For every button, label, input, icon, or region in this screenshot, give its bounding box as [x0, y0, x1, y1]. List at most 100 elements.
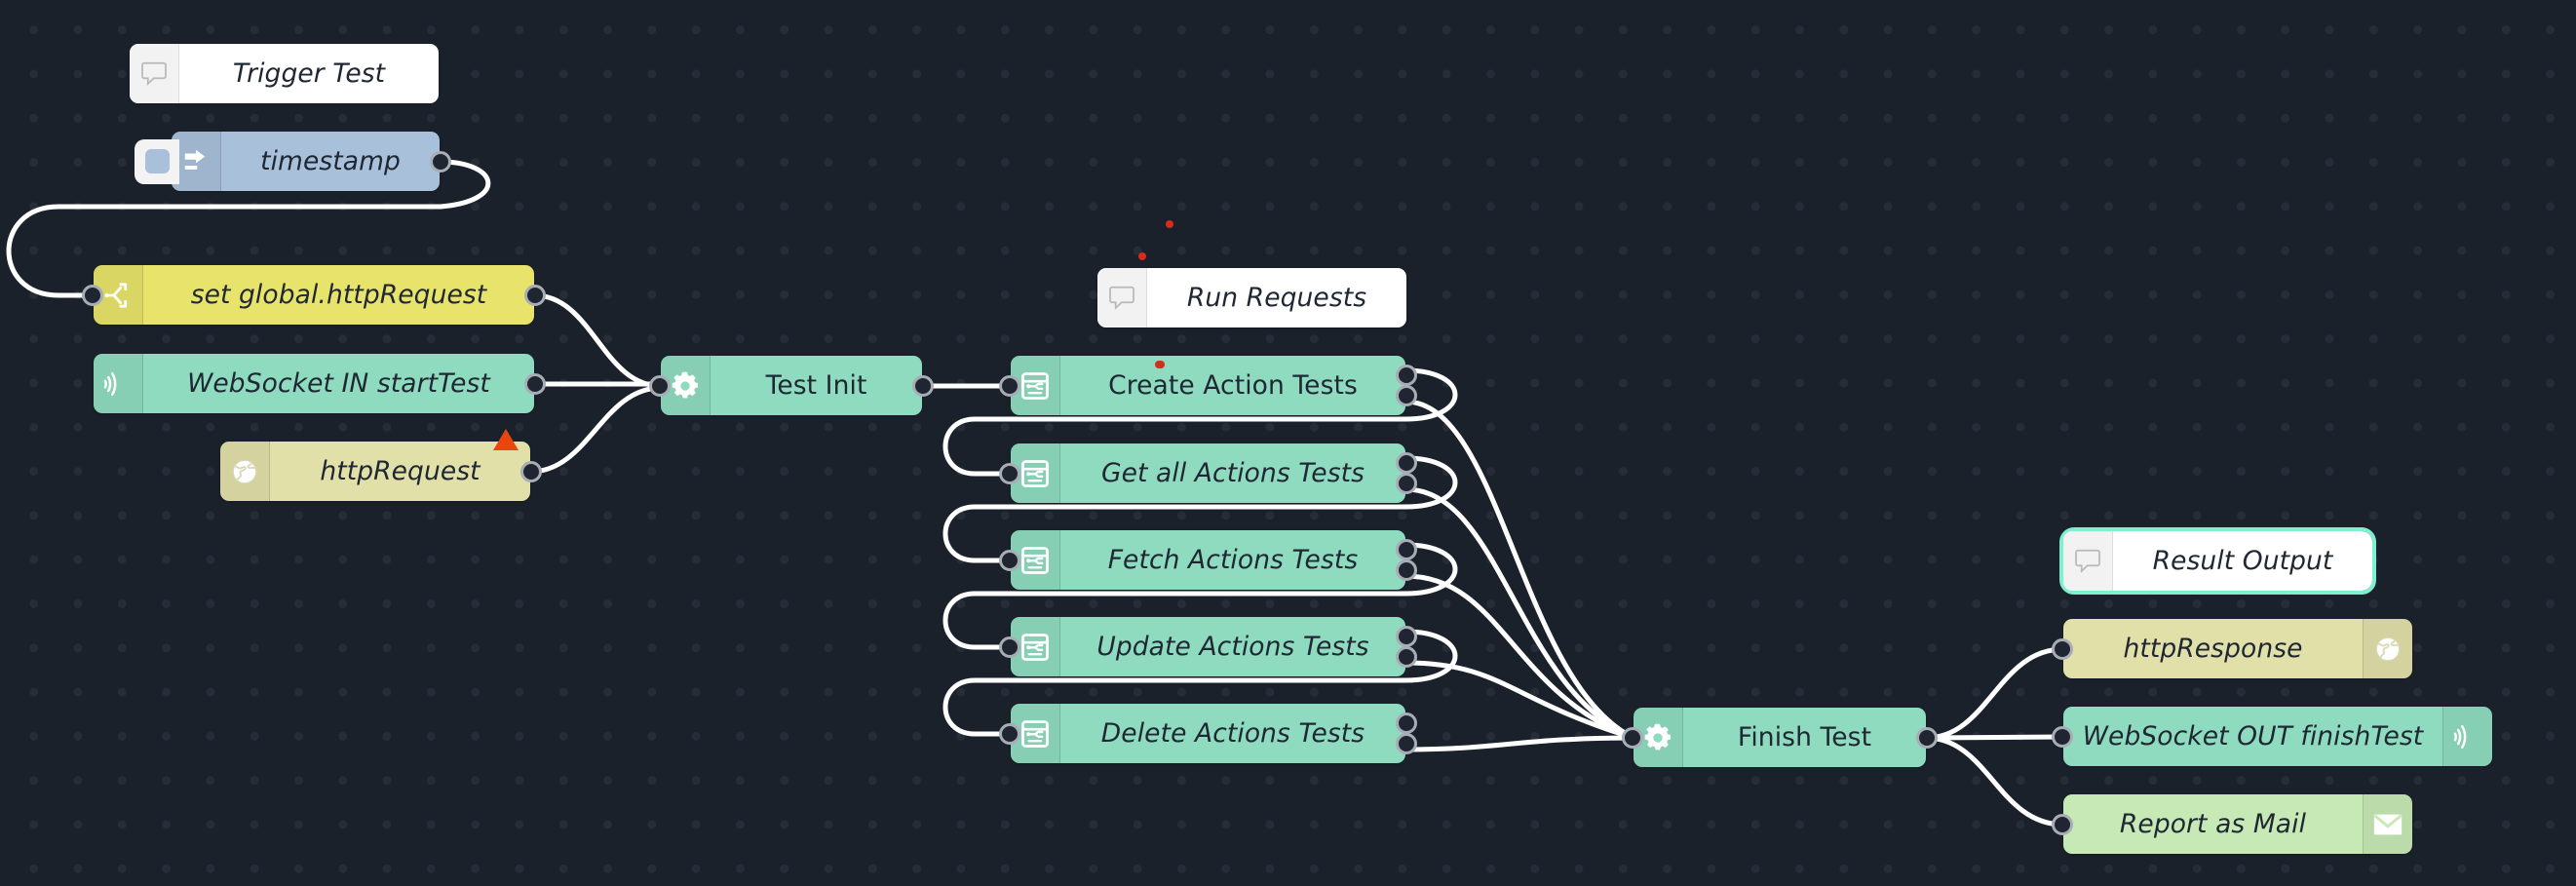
- node-websocket-out-finishtest[interactable]: WebSocket OUT finishTest: [2052, 707, 2492, 766]
- node-body: timestamp: [172, 132, 440, 191]
- node-label: set global.httpRequest: [190, 280, 487, 310]
- wire[interactable]: [1923, 735, 2066, 828]
- inject-button-square: [144, 149, 170, 173]
- output-port[interactable]: [1396, 559, 1417, 581]
- output-port[interactable]: [1396, 472, 1417, 494]
- output-port[interactable]: [520, 460, 542, 482]
- node-body: WebSocket OUT finishTest: [2063, 707, 2492, 766]
- node-body: Get all Actions Tests: [1011, 443, 1405, 503]
- output-port[interactable]: [1396, 713, 1417, 735]
- node-body: Delete Actions Tests: [1011, 704, 1405, 763]
- wire[interactable]: [531, 292, 664, 389]
- input-port[interactable]: [2052, 725, 2073, 748]
- output-port[interactable]: [912, 374, 934, 397]
- node-finish-test[interactable]: Finish Test: [1622, 708, 1938, 767]
- websocket-icon: [2442, 707, 2492, 766]
- wire[interactable]: [1403, 573, 1636, 741]
- node-body: Finish Test: [1634, 708, 1926, 767]
- node-label: WebSocket IN startTest: [187, 368, 490, 399]
- node-label: WebSocket OUT finishTest: [2082, 721, 2424, 751]
- node-get-all-actions-tests[interactable]: Get all Actions Tests: [999, 443, 1417, 503]
- node-label: Finish Test: [1737, 722, 1872, 752]
- warning-triangle-icon: [493, 429, 519, 450]
- wire[interactable]: [1403, 660, 1636, 741]
- status-dot-node: [1155, 361, 1163, 368]
- input-port[interactable]: [999, 462, 1020, 484]
- node-set-global-httprequest[interactable]: set global.httpRequest: [82, 265, 546, 325]
- node-test-init[interactable]: Test Init: [649, 356, 934, 415]
- input-port[interactable]: [82, 284, 103, 306]
- node-run-requests[interactable]: Run Requests: [1097, 268, 1406, 327]
- subflow-icon: [1011, 443, 1060, 503]
- output-port[interactable]: [1396, 645, 1417, 668]
- node-create-action-tests[interactable]: Create Action Tests: [999, 356, 1417, 415]
- node-httpresponse[interactable]: httpResponse: [2052, 619, 2412, 678]
- node-body: Report as Mail: [2063, 794, 2412, 854]
- wire[interactable]: [527, 385, 664, 475]
- node-label: httpRequest: [320, 456, 481, 486]
- node-timestamp[interactable]: timestamp: [135, 132, 451, 191]
- input-port[interactable]: [2052, 813, 2073, 835]
- node-label: timestamp: [260, 146, 401, 176]
- output-port[interactable]: [1396, 626, 1417, 648]
- node-body: Update Actions Tests: [1011, 617, 1405, 676]
- comment-bubble-icon: [130, 44, 179, 103]
- output-port[interactable]: [1916, 726, 1938, 749]
- status-dot-middle: [1138, 252, 1146, 260]
- node-label: Delete Actions Tests: [1100, 718, 1365, 749]
- wire[interactable]: [1403, 486, 1636, 741]
- node-trigger-test[interactable]: Trigger Test: [130, 44, 439, 103]
- wire[interactable]: [1923, 646, 2066, 741]
- node-delete-actions-tests[interactable]: Delete Actions Tests: [999, 704, 1417, 763]
- wire[interactable]: [1923, 734, 2066, 741]
- node-body: httpRequest: [220, 442, 530, 501]
- node-label: httpResponse: [2123, 634, 2303, 664]
- node-body: Fetch Actions Tests: [1011, 530, 1405, 590]
- node-body: set global.httpRequest: [94, 265, 534, 325]
- output-port[interactable]: [1396, 365, 1417, 387]
- wire[interactable]: [1403, 735, 1636, 752]
- comment-bubble-icon: [1097, 268, 1147, 327]
- wire[interactable]: [1403, 399, 1636, 741]
- input-port[interactable]: [999, 549, 1020, 571]
- node-httprequest[interactable]: httpRequest: [220, 429, 542, 501]
- comment-bubble-icon: [2063, 531, 2113, 591]
- node-label: Test Init: [765, 370, 867, 401]
- node-body: Trigger Test: [130, 44, 439, 103]
- input-port[interactable]: [999, 722, 1020, 745]
- node-body: Result Output: [2063, 531, 2372, 591]
- output-port[interactable]: [1396, 539, 1417, 561]
- node-body: Test Init: [661, 356, 922, 415]
- node-update-actions-tests[interactable]: Update Actions Tests: [999, 617, 1417, 676]
- output-port[interactable]: [524, 284, 546, 306]
- output-port[interactable]: [430, 150, 451, 173]
- node-report-as-mail[interactable]: Report as Mail: [2052, 794, 2412, 854]
- inject-arrow-icon: [172, 132, 221, 191]
- envelope-icon: [2363, 794, 2412, 854]
- websocket-icon: [94, 354, 143, 413]
- node-result-output[interactable]: Result Output: [2059, 527, 2376, 595]
- node-body: Create Action Tests: [1011, 356, 1405, 415]
- input-port[interactable]: [999, 636, 1020, 658]
- node-fetch-actions-tests[interactable]: Fetch Actions Tests: [999, 530, 1417, 590]
- output-port[interactable]: [1396, 732, 1417, 754]
- output-port[interactable]: [1396, 452, 1417, 475]
- node-label: Get all Actions Tests: [1100, 458, 1365, 488]
- input-port[interactable]: [2052, 637, 2073, 660]
- node-body: httpResponse: [2063, 619, 2412, 678]
- globe-icon: [2363, 619, 2412, 678]
- input-port[interactable]: [999, 374, 1020, 397]
- node-label: Create Action Tests: [1108, 370, 1358, 401]
- node-body: Run Requests: [1097, 268, 1406, 327]
- node-label: Fetch Actions Tests: [1107, 545, 1359, 575]
- output-port[interactable]: [1396, 384, 1417, 406]
- node-label: Report as Mail: [2119, 809, 2307, 839]
- inject-trigger-button[interactable]: [135, 138, 179, 184]
- node-websocket-in-starttest[interactable]: WebSocket IN startTest: [94, 354, 546, 413]
- node-label: Result Output: [2152, 546, 2333, 576]
- output-port[interactable]: [524, 372, 546, 395]
- input-port[interactable]: [649, 374, 671, 397]
- input-port[interactable]: [1622, 726, 1643, 749]
- status-dot-upper: [1166, 220, 1173, 228]
